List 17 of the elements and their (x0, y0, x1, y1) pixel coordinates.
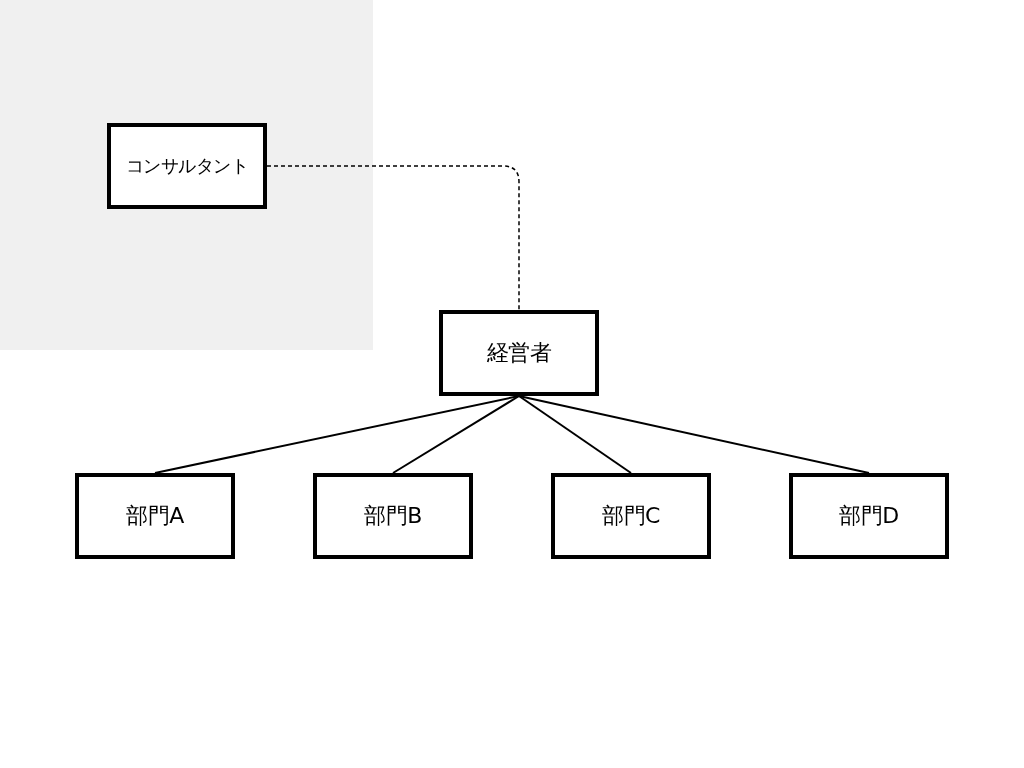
background-panel (0, 0, 373, 350)
box-label: 部門B (364, 502, 422, 530)
org-box (789, 473, 949, 559)
org-box (439, 310, 599, 396)
connector-line (392, 395, 520, 474)
box-label: 部門A (126, 502, 184, 530)
box-label: コンサルタント (125, 154, 249, 178)
org-box (551, 473, 711, 559)
box-label: 経営者 (486, 339, 552, 367)
org-box (75, 473, 235, 559)
connector-line (266, 165, 520, 311)
connector-line (518, 395, 632, 474)
box-label: 部門C (602, 502, 660, 530)
org-box (313, 473, 473, 559)
box-label: 部門D (839, 502, 899, 530)
org-box (107, 123, 267, 209)
connector-line (518, 395, 870, 474)
